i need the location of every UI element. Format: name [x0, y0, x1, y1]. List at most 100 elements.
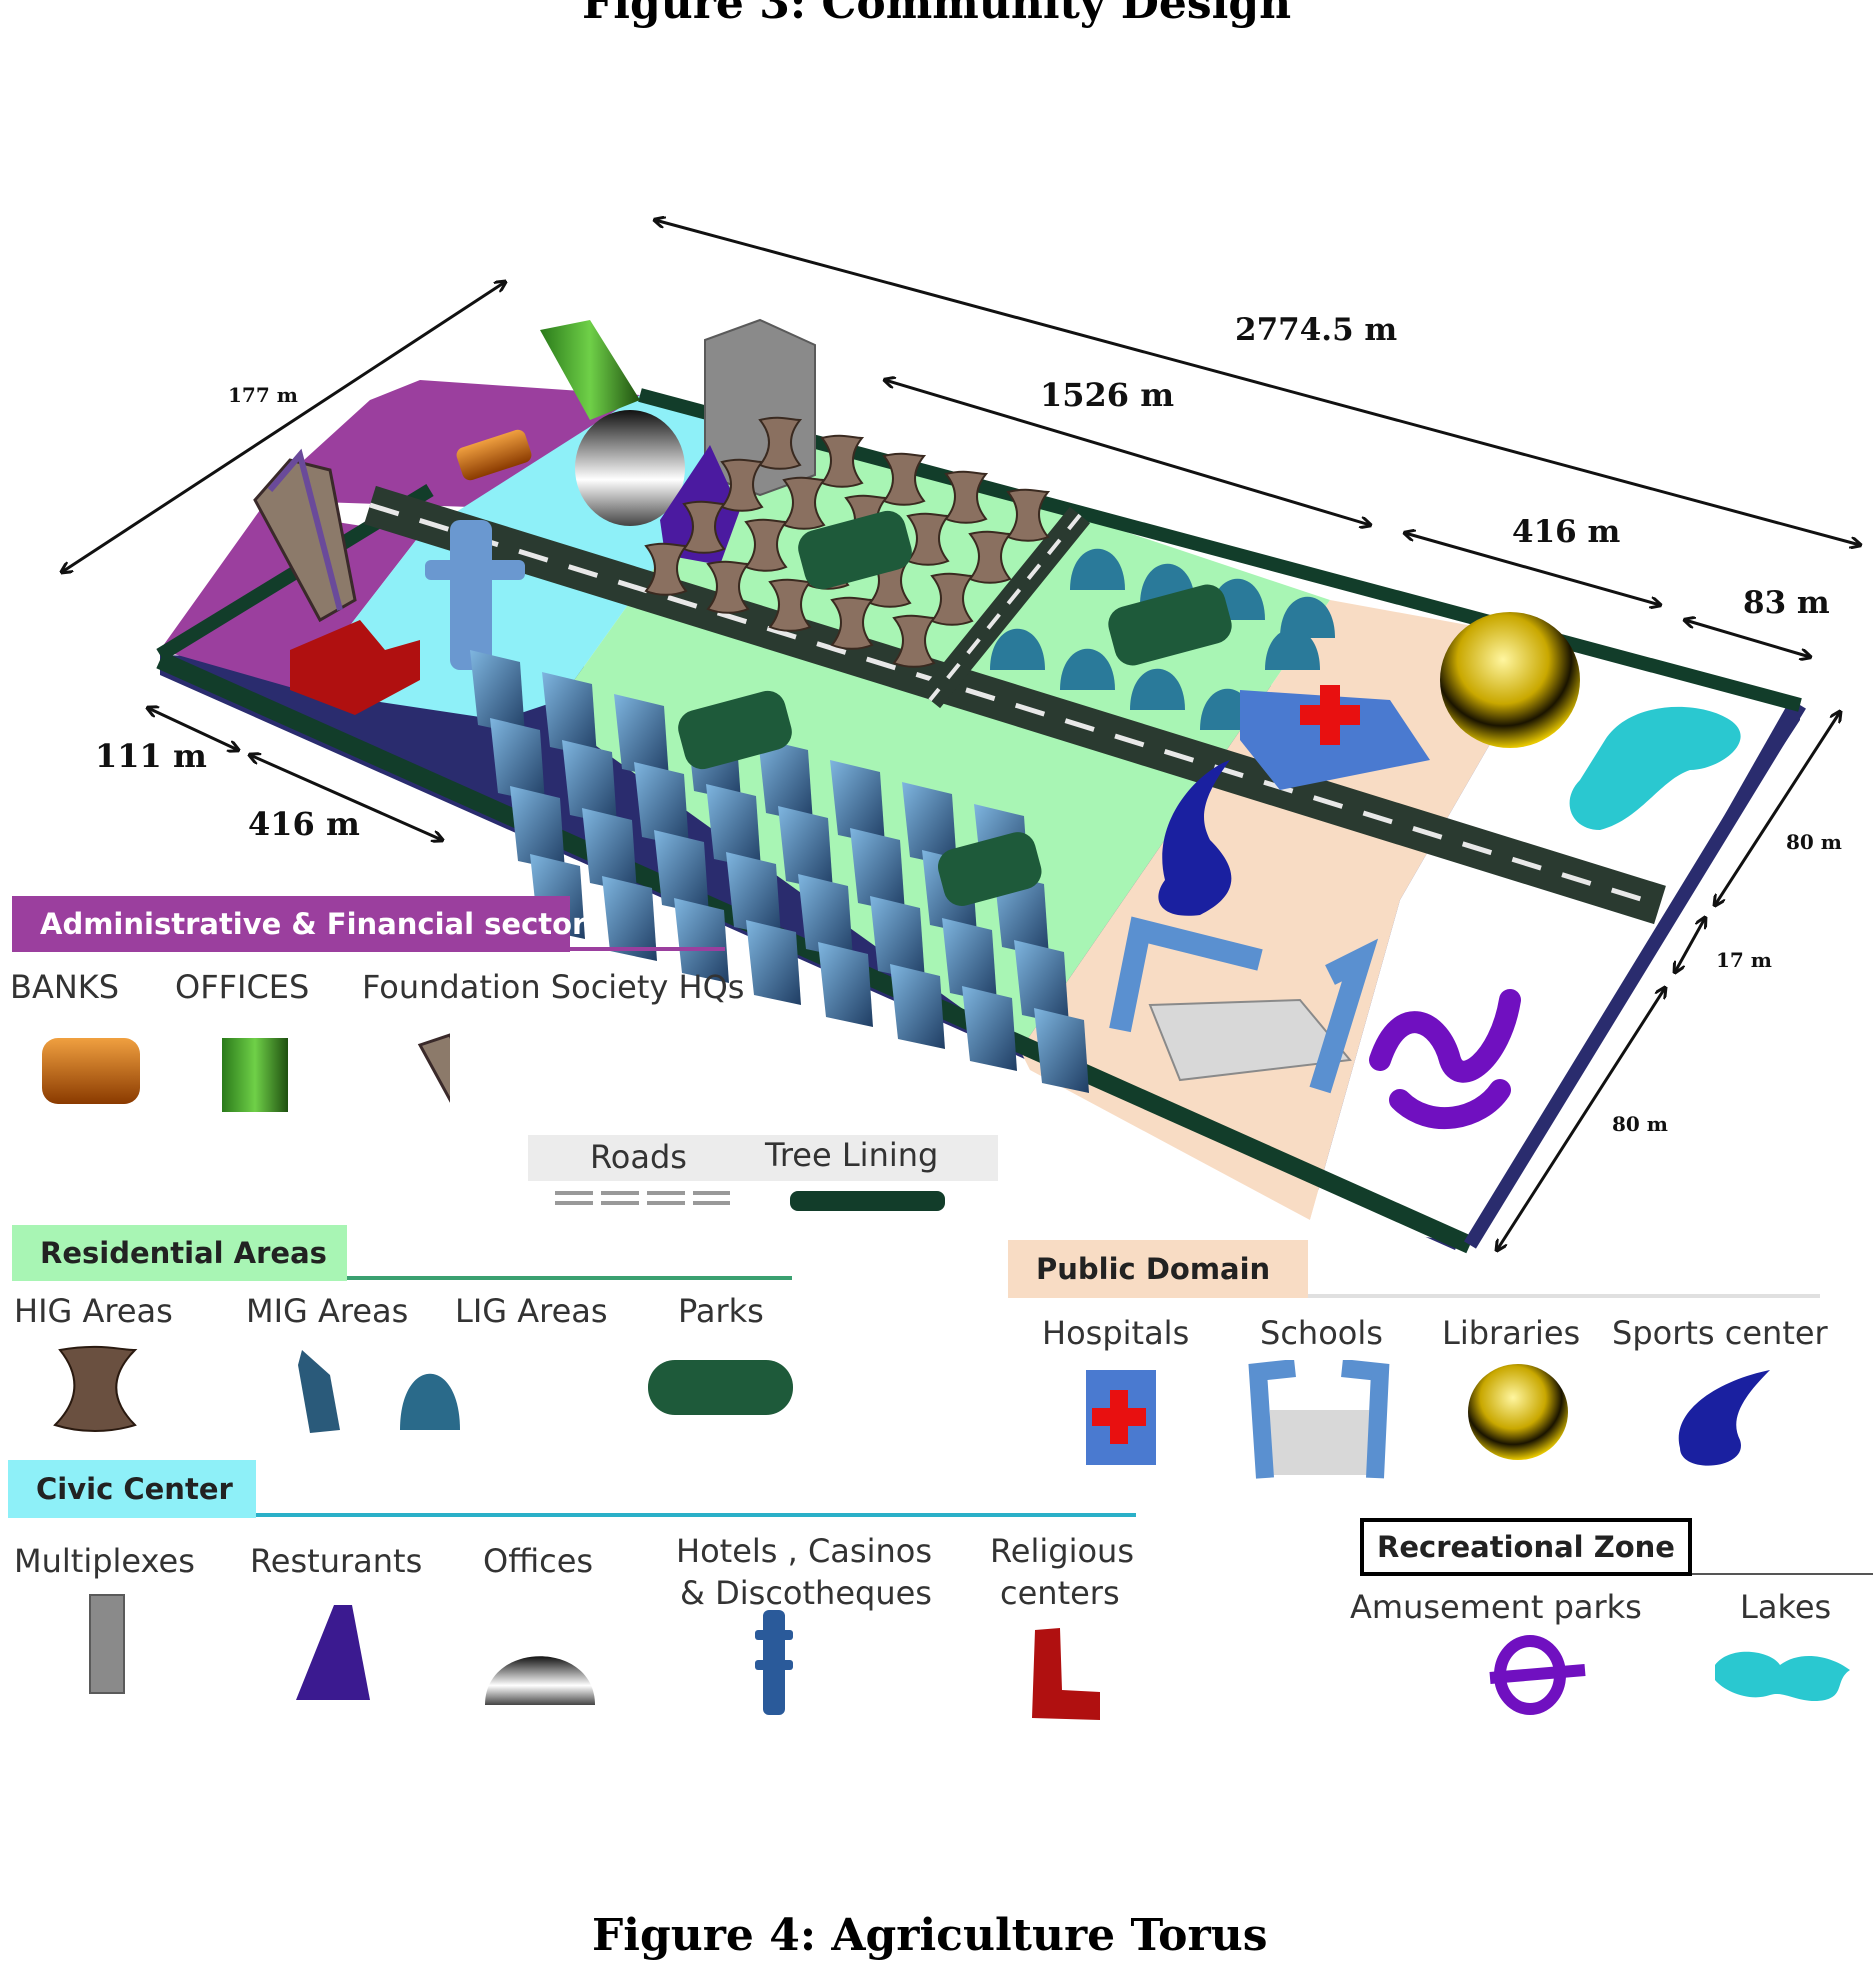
mig-block	[746, 920, 801, 1005]
legend-residential-icons	[53, 1345, 793, 1433]
legend-public-header: Public Domain	[1008, 1240, 1308, 1298]
legend-parks-label: Parks	[678, 1292, 764, 1330]
dim-label-80-bottom: 80 m	[1612, 1112, 1668, 1136]
mig-block	[962, 986, 1017, 1071]
dim-label-80-top: 80 m	[1786, 830, 1842, 854]
restaurant-icon	[296, 1605, 370, 1700]
hotel-icon	[755, 1610, 793, 1715]
lig-dome-icon	[400, 1373, 460, 1430]
mig-block	[542, 672, 597, 757]
mig-block	[1014, 940, 1069, 1025]
legend-multiplexes-label: Multiplexes	[14, 1542, 195, 1580]
lake-icon	[1715, 1651, 1850, 1702]
legend-mig-label: MIG Areas	[246, 1292, 409, 1330]
mig-block	[726, 852, 781, 937]
legend-recreational-rule	[1692, 1573, 1873, 1575]
mig-block-icon	[298, 1350, 340, 1433]
legend-public-icons	[1086, 1360, 1770, 1479]
legend-infra-icons	[555, 1191, 945, 1211]
lig-houses	[990, 548, 1335, 730]
hig-spindle	[930, 572, 975, 626]
mig-block	[1034, 1008, 1089, 1093]
hig-spindle	[768, 578, 813, 632]
mig-block	[818, 942, 873, 1027]
mig-block	[902, 782, 957, 867]
dim-label-416-right: 416 m	[1512, 514, 1621, 550]
dim-label-1526: 1526 m	[1040, 376, 1175, 414]
legend-admin-icons	[42, 1033, 450, 1112]
hig-spindle	[892, 614, 937, 668]
legend-admin-foundation-label: Foundation Society HQs	[362, 968, 745, 1006]
mig-block	[870, 896, 925, 981]
tree-lining-icon	[790, 1191, 945, 1211]
mig-block	[602, 876, 657, 961]
mig-block	[634, 762, 689, 847]
legend-civic-offices-label: Offices	[483, 1542, 594, 1580]
mig-block	[582, 808, 637, 893]
religious-center-icon	[1032, 1628, 1100, 1720]
recreational-zone	[1310, 640, 1790, 1245]
legend-schools-label: Schools	[1260, 1314, 1383, 1352]
foundation-hq-icon	[417, 1033, 450, 1103]
legend-civic-icons	[89, 1594, 1100, 1720]
mig-block	[706, 784, 761, 869]
bank-icon	[42, 1038, 140, 1104]
mig-block	[562, 740, 617, 825]
multiplex-icon	[89, 1594, 125, 1694]
mig-block	[510, 786, 565, 871]
public-buildings	[1109, 612, 1580, 1094]
legend-hig-label: HIG Areas	[14, 1292, 173, 1330]
mig-block	[674, 898, 729, 983]
dim-label-2774: 2774.5 m	[1235, 312, 1398, 348]
dim-label-83: 83 m	[1743, 585, 1830, 621]
dim-label-17: 17 m	[1716, 948, 1772, 972]
mig-block	[830, 760, 885, 845]
amusement-park-icon	[1489, 1635, 1586, 1715]
hig-spindle	[706, 560, 751, 614]
hig-spindle	[830, 596, 875, 650]
legend-admin-rule	[560, 947, 725, 951]
park-icon	[648, 1360, 793, 1415]
mig-block	[490, 718, 545, 803]
legend-recreational-title: Recreational Zone	[1377, 1530, 1675, 1564]
legend-hotels-label-line1: Hotels , Casinos	[676, 1532, 932, 1570]
lig-dome	[1060, 648, 1115, 690]
legend-infra-box	[528, 1135, 998, 1181]
mig-block	[614, 694, 669, 779]
legend-recreational-header: Recreational Zone	[1360, 1518, 1692, 1576]
sports-center-icon	[1678, 1370, 1770, 1466]
legend-civic-header: Civic Center	[8, 1460, 256, 1518]
hig-spindle-icon	[53, 1345, 138, 1432]
legend-lakes-label: Lakes	[1740, 1588, 1832, 1626]
mig-block	[850, 828, 905, 913]
legend-sports-label: Sports center	[1612, 1314, 1828, 1352]
legend-libraries-label: Libraries	[1442, 1314, 1581, 1352]
legend-roads-label: Roads	[590, 1138, 687, 1176]
mig-block	[654, 830, 709, 915]
legend-public-rule	[1308, 1294, 1820, 1298]
legend-lig-label: LIG Areas	[455, 1292, 608, 1330]
lig-dome	[990, 628, 1045, 670]
legend-amusement-label: Amusement parks	[1350, 1588, 1642, 1626]
dim-label-111: 111 m	[95, 737, 207, 775]
legend-admin-banks-label: BANKS	[10, 968, 120, 1006]
legend-residential-header: Residential Areas	[12, 1225, 347, 1281]
school-icon	[1248, 1360, 1390, 1479]
lig-dome	[1280, 596, 1335, 638]
legend-admin-header: Administrative & Financial sector	[12, 896, 586, 952]
hospital-icon	[1086, 1370, 1156, 1465]
civic-office-dome-icon	[485, 1656, 595, 1705]
residential-zone	[560, 420, 1330, 1050]
legend-civic-rule	[256, 1513, 1136, 1517]
legend-recreational-icons	[1489, 1635, 1850, 1715]
legend-religious-label-line2: centers	[1000, 1574, 1120, 1612]
mig-block	[758, 738, 813, 823]
legend-trees-label: Tree Lining	[765, 1136, 939, 1174]
office-icon	[222, 1038, 288, 1112]
figure-caption-top: Figure 3: Community Design	[582, 0, 1292, 29]
legend-hotels-label-line2: & Discotheques	[680, 1574, 932, 1612]
dimension-arrows	[62, 220, 1860, 1250]
parks	[678, 510, 1232, 906]
recreational-features	[1369, 706, 1741, 1130]
